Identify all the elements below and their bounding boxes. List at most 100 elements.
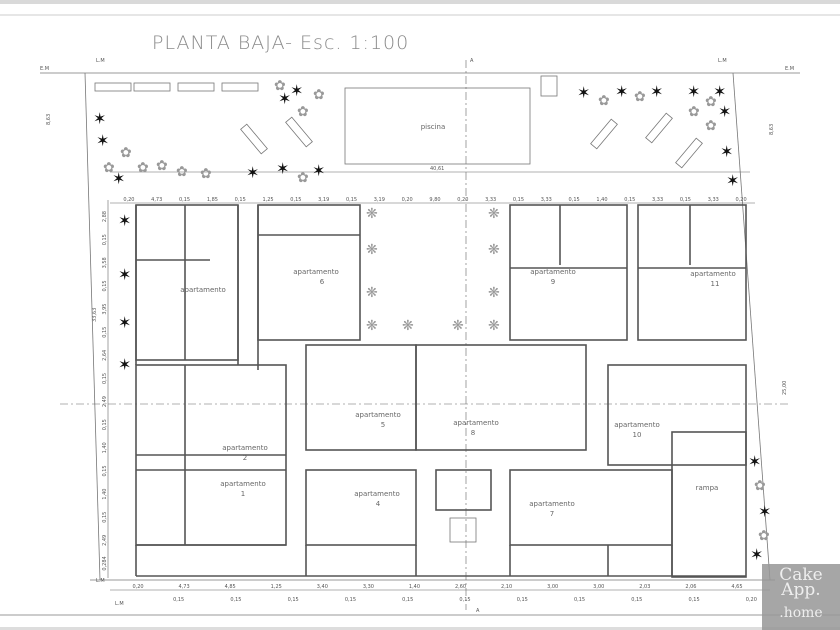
svg-text:✿: ✿ [705,118,717,134]
svg-text:❋: ❋ [402,318,414,334]
watermark-line: Cake [779,565,823,585]
svg-text:✶: ✶ [93,109,106,128]
dimension-label: 3,33 [541,197,552,203]
dimension-label: 3,00 [547,584,558,590]
left-dimensions: 2,880,153,580,153,950,152,640,152,490,15… [102,211,108,571]
dimension-label: 0,15 [102,327,108,338]
dimension-label: 0,15 [631,597,642,603]
dimension-label: 3,33 [485,197,496,203]
svg-text:✶: ✶ [112,169,125,188]
dimension-label: 0,284 [102,556,108,570]
dimension-label: 0,15 [102,512,108,523]
apartment-number: 2 [243,454,247,462]
apartment-number: 1 [241,490,245,498]
svg-text:✶: ✶ [720,142,733,161]
dimension-label: 1,25 [271,584,282,590]
apartment-label: apartamento [614,421,660,429]
left-depth-dim: 33,63 [92,308,98,322]
dimension-label: 0,20 [402,197,413,203]
dimension-label: 0,15 [290,197,301,203]
apartment-number: 11 [711,280,720,288]
svg-text:✶: ✶ [290,81,303,100]
svg-text:✿: ✿ [705,94,717,110]
apartment-labels: apartamento apartamento 6 apartamento 9 … [180,268,736,518]
dimension-label: 0,15 [689,597,700,603]
garden-depth-dim: 8,63 [769,124,775,135]
dimension-label: 0,15 [288,597,299,603]
dimension-label: 0,20 [457,197,468,203]
dimension-label: 0,15 [513,197,524,203]
trees: ✶✶ ✶✶ ✶✶ ✶✶ ✶✶ ✶✶ ✶✶ ✶✶ ✶✶ ✶✶ ✶✶ ✶ ✿✿ ✿✿… [93,78,771,564]
svg-text:❋: ❋ [488,285,500,301]
dimension-label: 2,88 [102,211,108,222]
walls [135,204,747,578]
lm-label: L.M [115,601,124,607]
dimension-label: 2,03 [639,584,650,590]
dimension-label: 0,20 [123,197,134,203]
svg-text:✿: ✿ [758,528,770,544]
pool-label: piscina [421,123,446,131]
svg-text:❋: ❋ [366,242,378,258]
property-lines: L.M L.M E.M E.M L.M L.M A A [40,58,800,614]
svg-text:✶: ✶ [650,82,663,101]
dimension-label: 3,19 [374,197,385,203]
dimension-label: 0,15 [235,197,246,203]
svg-text:✶: ✶ [577,83,590,102]
svg-text:✿: ✿ [137,160,149,176]
svg-text:✶: ✶ [276,159,289,178]
dimension-label: 0,15 [179,197,190,203]
dimension-label: 0,15 [574,597,585,603]
svg-text:✶: ✶ [726,171,739,190]
svg-text:✿: ✿ [297,170,309,186]
em-label: E.M [785,66,794,72]
dimension-label: 0,20 [736,197,747,203]
svg-text:✶: ✶ [718,102,731,121]
dimension-label: 0,15 [102,373,108,384]
dimension-label: 3,33 [708,197,719,203]
svg-text:✿: ✿ [313,87,325,103]
dimension-label: 0,15 [173,597,184,603]
svg-text:✿: ✿ [103,160,115,176]
svg-text:✶: ✶ [118,211,131,230]
svg-text:❋: ❋ [488,242,500,258]
svg-text:✶: ✶ [748,452,761,471]
dimension-label: 1,40 [596,197,607,203]
lm-label: L.M [718,58,727,64]
svg-text:✿: ✿ [754,478,766,494]
garden-furniture [94,75,703,169]
dimension-label: 4,85 [225,584,236,590]
dimension-label: 0,15 [102,280,108,291]
dimension-label: 9,80 [429,197,440,203]
svg-text:✶: ✶ [96,131,109,150]
garden-depth-dim: 8,63 [46,114,52,125]
svg-text:✶: ✶ [118,355,131,374]
apartment-number: 10 [633,431,642,439]
apartment-number: 8 [471,429,475,437]
apartment-label: apartamento [453,419,499,427]
svg-text:✿: ✿ [688,104,700,120]
dimension-label: 0,15 [402,597,413,603]
svg-text:✿: ✿ [297,104,309,120]
svg-text:✿: ✿ [200,166,212,182]
svg-text:✿: ✿ [274,78,286,94]
lm-label: L.M [96,578,105,584]
dimension-label: 0,15 [459,597,470,603]
watermark-line: .home [779,605,823,621]
dimension-label: 0,15 [345,597,356,603]
svg-text:❋: ❋ [366,206,378,222]
dimension-label: 4,73 [179,584,190,590]
dimension-label: 0,15 [680,197,691,203]
apartment-label: apartamento [690,270,736,278]
ramp-label: rampa [696,484,719,492]
dimension-label: 3,40 [317,584,328,590]
svg-text:✿: ✿ [120,145,132,161]
apartment-number: 9 [551,278,555,286]
apartment-number: 4 [376,500,381,508]
apartment-label: apartamento [220,480,266,488]
dimension-label: 1,40 [102,488,108,499]
svg-text:❋: ❋ [366,318,378,334]
svg-text:✿: ✿ [176,164,188,180]
